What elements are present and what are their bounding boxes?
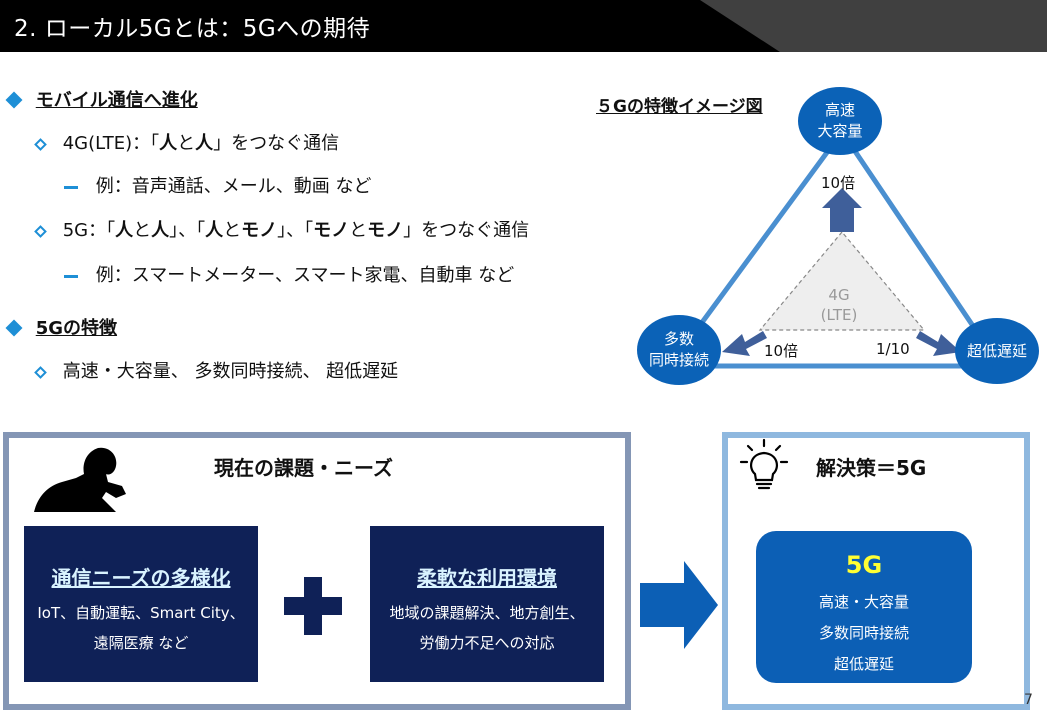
solution-title: 解決策＝5G [816, 456, 927, 480]
solution-panel [722, 432, 1030, 710]
flexible-environment-line2: 労働力不足への対応 [419, 634, 555, 652]
left-arrow-icon [722, 331, 767, 356]
bullet-5g-example: 例：スマートメーター、スマート家電、自動車 など [64, 261, 514, 287]
need-diversification-title: 通信ニーズの多様化 [51, 566, 231, 590]
heading-5g-features: 5Gの特徴 [35, 318, 118, 339]
center-4g-label: 4G(LTE) [820, 286, 858, 324]
bullet-4g: 4G(LTE)：「人と人」をつなぐ通信 [34, 129, 340, 155]
page-number: 7 [1024, 692, 1033, 708]
5g-solution-line1: 高速・大容量 [818, 593, 909, 611]
features-line-text: 高速・大容量、 多数同時接続、 超低遅延 [62, 361, 399, 382]
flexible-environment-line1: 地域の課題解決、地方創生、 [389, 604, 585, 622]
need-diversification-line2: 遠隔医療 など [93, 634, 189, 652]
5g-solution-line2: 多数同時接続 [818, 624, 909, 642]
bullet-mobile-evolution: モバイル通信へ進化 [5, 86, 198, 112]
bullet-4g-example: 例：音声通話、メール、動画 など [64, 172, 371, 198]
bullet-features-line: 高速・大容量、 多数同時接続、 超低遅延 [34, 357, 399, 383]
5g-solution-box: 5G 高速・大容量 多数同時接続 超低遅延 [756, 531, 972, 683]
example-5g-text: 例：スマートメーター、スマート家電、自動車 など [95, 265, 515, 286]
5g-solution-line3: 超低遅延 [833, 655, 894, 673]
open-diamond-bullet-icon [34, 225, 47, 238]
node-speed-capacity: 高速大容量 [798, 87, 882, 155]
5g-solution-title: 5G [845, 551, 883, 579]
flexible-environment-title: 柔軟な利用環境 [417, 566, 557, 590]
lightbulb-icon [739, 438, 789, 490]
diagram-title: ５Gの特徴イメージ図 [596, 97, 763, 117]
filled-diamond-bullet-icon [5, 91, 23, 109]
dash-bullet-icon [64, 185, 78, 189]
inner-4g-triangle [758, 231, 926, 331]
flexible-environment-box: 柔軟な利用環境 地域の課題解決、地方創生、 労働力不足への対応 [370, 526, 604, 682]
up-arrow-icon [822, 188, 862, 232]
issues-title: 現在の課題・ニーズ [214, 456, 393, 480]
bullet-5g: 5G：「人と人」、「人とモノ」、「モノとモノ」をつなぐ通信 [34, 216, 530, 242]
need-diversification-line1: IoT、自動運転、Smart City、 [37, 604, 245, 622]
node-low-latency: 超低遅延 [955, 318, 1039, 384]
example-4g-text: 例：音声通話、メール、動画 など [95, 176, 372, 197]
node-massive-connection: 多数同時接続 [637, 315, 721, 385]
dash-bullet-icon [64, 274, 78, 278]
title-bar [0, 0, 1047, 52]
item-4g-text: 4G(LTE)：「人と人」をつなぐ通信 [62, 133, 340, 154]
label-speed-10x: 10倍 [821, 174, 856, 192]
label-connection-10x: 10倍 [764, 342, 799, 360]
triangle-diagram [665, 127, 1005, 369]
thinking-person-icon [34, 447, 126, 512]
label-latency-1-10: 1/10 [876, 340, 910, 358]
issues-panel [3, 432, 631, 710]
bullet-5g-features: 5Gの特徴 [5, 314, 118, 340]
filled-diamond-bullet-icon [5, 319, 23, 337]
right-arrow-icon [640, 561, 718, 649]
item-5g-text: 5G：「人と人」、「人とモノ」、「モノとモノ」をつなぐ通信 [62, 220, 530, 241]
need-diversification-box: 通信ニーズの多様化 IoT、自動運転、Smart City、 遠隔医療 など [24, 526, 258, 682]
outer-triangle [665, 127, 1005, 369]
heading-mobile-evolution: モバイル通信へ進化 [35, 90, 198, 111]
open-diamond-bullet-icon [34, 138, 47, 151]
page-title: 2. ローカル5Gとは：5Gへの期待 [14, 16, 371, 42]
right-arrow-icon [916, 331, 961, 356]
plus-icon [284, 577, 342, 635]
open-diamond-bullet-icon [34, 366, 47, 379]
